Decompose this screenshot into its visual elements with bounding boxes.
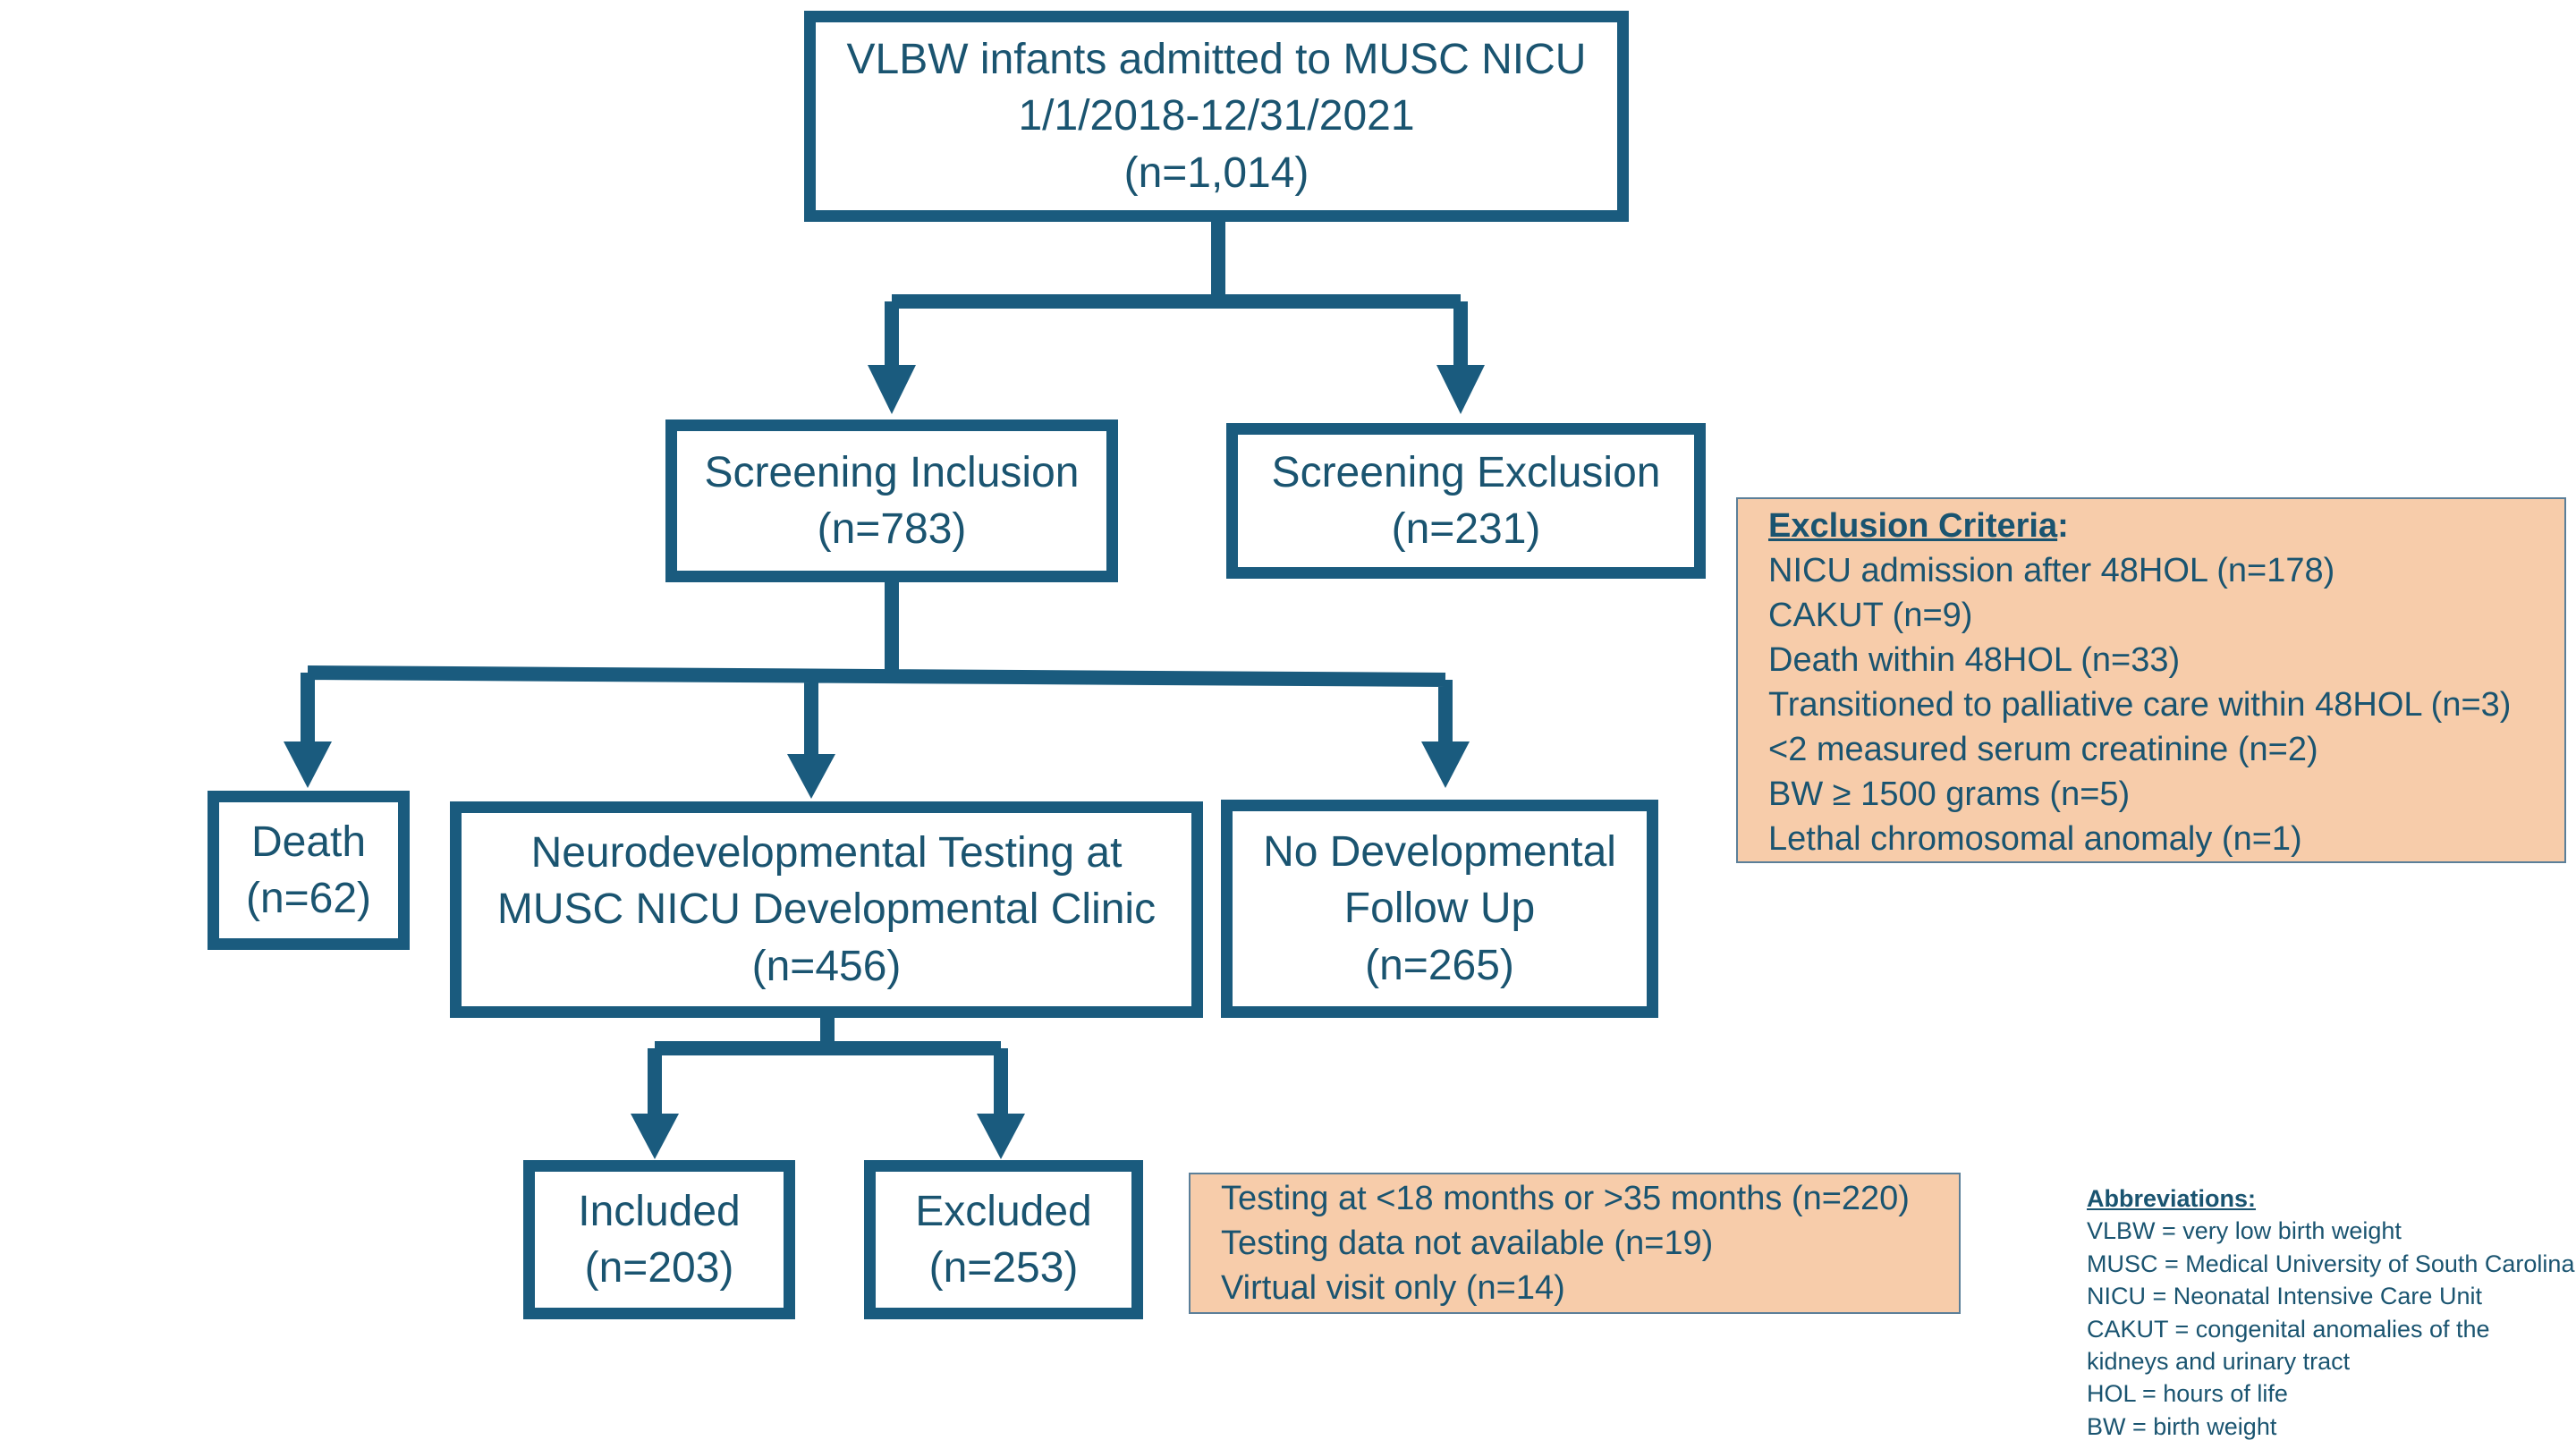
exclusion-criteria-heading-row: Exclusion Criteria: — [1768, 504, 2564, 548]
box-death-line2: (n=62) — [245, 875, 372, 922]
box-neurodevelopmental-testing: Neurodevelopmental Testing at MUSC NICU … — [450, 801, 1203, 1018]
box-included: Included (n=203) — [523, 1160, 795, 1319]
box-no-follow-line1: No Developmental — [1263, 827, 1616, 876]
abbreviation-item: CAKUT = congenital anomalies of the — [2087, 1315, 2490, 1343]
testing-exclusions-note: Testing at <18 months or >35 months (n=2… — [1189, 1173, 1961, 1314]
box-top-line3: (n=1,014) — [1123, 148, 1309, 197]
arrowhead-no-follow-up — [1421, 741, 1470, 788]
box-no-follow-line3: (n=265) — [1365, 941, 1514, 989]
abbreviation-item: MUSC = Medical University of South Carol… — [2087, 1250, 2575, 1277]
box-included-line2: (n=203) — [584, 1244, 734, 1292]
box-screening-inclusion: Screening Inclusion (n=783) — [665, 419, 1118, 582]
arrowhead-included — [631, 1114, 679, 1159]
exclusion-criteria-heading: Exclusion Criteria — [1768, 507, 2058, 545]
box-death: Death (n=62) — [208, 791, 410, 950]
testing-exclusion-item: Virtual visit only (n=14) — [1221, 1269, 1565, 1307]
box-screening-inclusion-line1: Screening Inclusion — [704, 448, 1080, 496]
exclusion-criteria-item: Death within 48HOL (n=33) — [1768, 641, 2181, 679]
box-excluded-line1: Excluded — [915, 1187, 1092, 1235]
box-included-line1: Included — [578, 1187, 741, 1235]
connector-top-split — [885, 216, 1468, 367]
box-no-developmental-follow-up: No Developmental Follow Up (n=265) — [1221, 800, 1658, 1018]
arrowhead-death — [284, 741, 332, 788]
box-neuro-line3: (n=456) — [751, 942, 902, 990]
abbreviation-item: BW = birth weight — [2087, 1412, 2277, 1440]
abbreviations-legend: Abbreviations: VLBW = very low birth wei… — [2087, 1182, 2574, 1443]
exclusion-criteria-colon: : — [2057, 507, 2069, 545]
box-screening-exclusion-line1: Screening Exclusion — [1271, 448, 1661, 496]
box-screening-inclusion-line2: (n=783) — [817, 505, 967, 553]
connector-inclusion-split — [301, 577, 1453, 756]
box-neuro-line1: Neurodevelopmental Testing at — [530, 828, 1123, 877]
abbreviation-item: HOL = hours of life — [2087, 1380, 2288, 1408]
exclusion-criteria-item: BW ≥ 1500 grams (n=5) — [1768, 775, 2131, 813]
box-death-line1: Death — [250, 818, 367, 866]
testing-exclusion-item: Testing data not available (n=19) — [1221, 1224, 1714, 1262]
arrowhead-screening-inclusion — [868, 365, 916, 414]
abbreviation-item: kidneys and urinary tract — [2087, 1348, 2351, 1376]
abbreviation-item: VLBW = very low birth weight — [2087, 1217, 2402, 1245]
arrowhead-neuro-testing — [787, 754, 835, 799]
arrowhead-excluded — [977, 1114, 1025, 1159]
box-screening-exclusion: Screening Exclusion (n=231) — [1226, 423, 1706, 579]
box-top-line2: 1/1/2018-12/31/2021 — [1018, 92, 1415, 140]
exclusion-criteria-item: CAKUT (n=9) — [1768, 597, 1973, 634]
box-no-follow-line2: Follow Up — [1343, 885, 1536, 933]
exclusion-criteria-note: Exclusion Criteria: NICU admission after… — [1736, 497, 2566, 863]
exclusion-criteria-item: Transitioned to palliative care within 4… — [1768, 686, 2512, 724]
box-screening-exclusion-line2: (n=231) — [1391, 505, 1541, 553]
box-neuro-line2: MUSC NICU Developmental Clinic — [496, 886, 1157, 934]
box-excluded: Excluded (n=253) — [864, 1160, 1143, 1319]
testing-exclusion-item: Testing at <18 months or >35 months (n=2… — [1221, 1180, 1910, 1217]
abbreviations-heading: Abbreviations: — [2087, 1185, 2257, 1212]
box-vlbw-infants-admitted: VLBW infants admitted to MUSC NICU 1/1/2… — [804, 11, 1629, 222]
abbreviation-item: NICU = Neonatal Intensive Care Unit — [2087, 1283, 2482, 1310]
arrowhead-screening-exclusion — [1436, 365, 1485, 414]
box-excluded-line2: (n=253) — [928, 1244, 1079, 1292]
exclusion-criteria-item: NICU admission after 48HOL (n=178) — [1768, 552, 2335, 589]
exclusion-criteria-item: Lethal chromosomal anomaly (n=1) — [1768, 820, 2302, 858]
connector-neuro-split — [648, 1013, 1008, 1116]
exclusion-criteria-item: <2 measured serum creatinine (n=2) — [1768, 731, 2318, 768]
box-top-line1: VLBW infants admitted to MUSC NICU — [846, 35, 1587, 83]
